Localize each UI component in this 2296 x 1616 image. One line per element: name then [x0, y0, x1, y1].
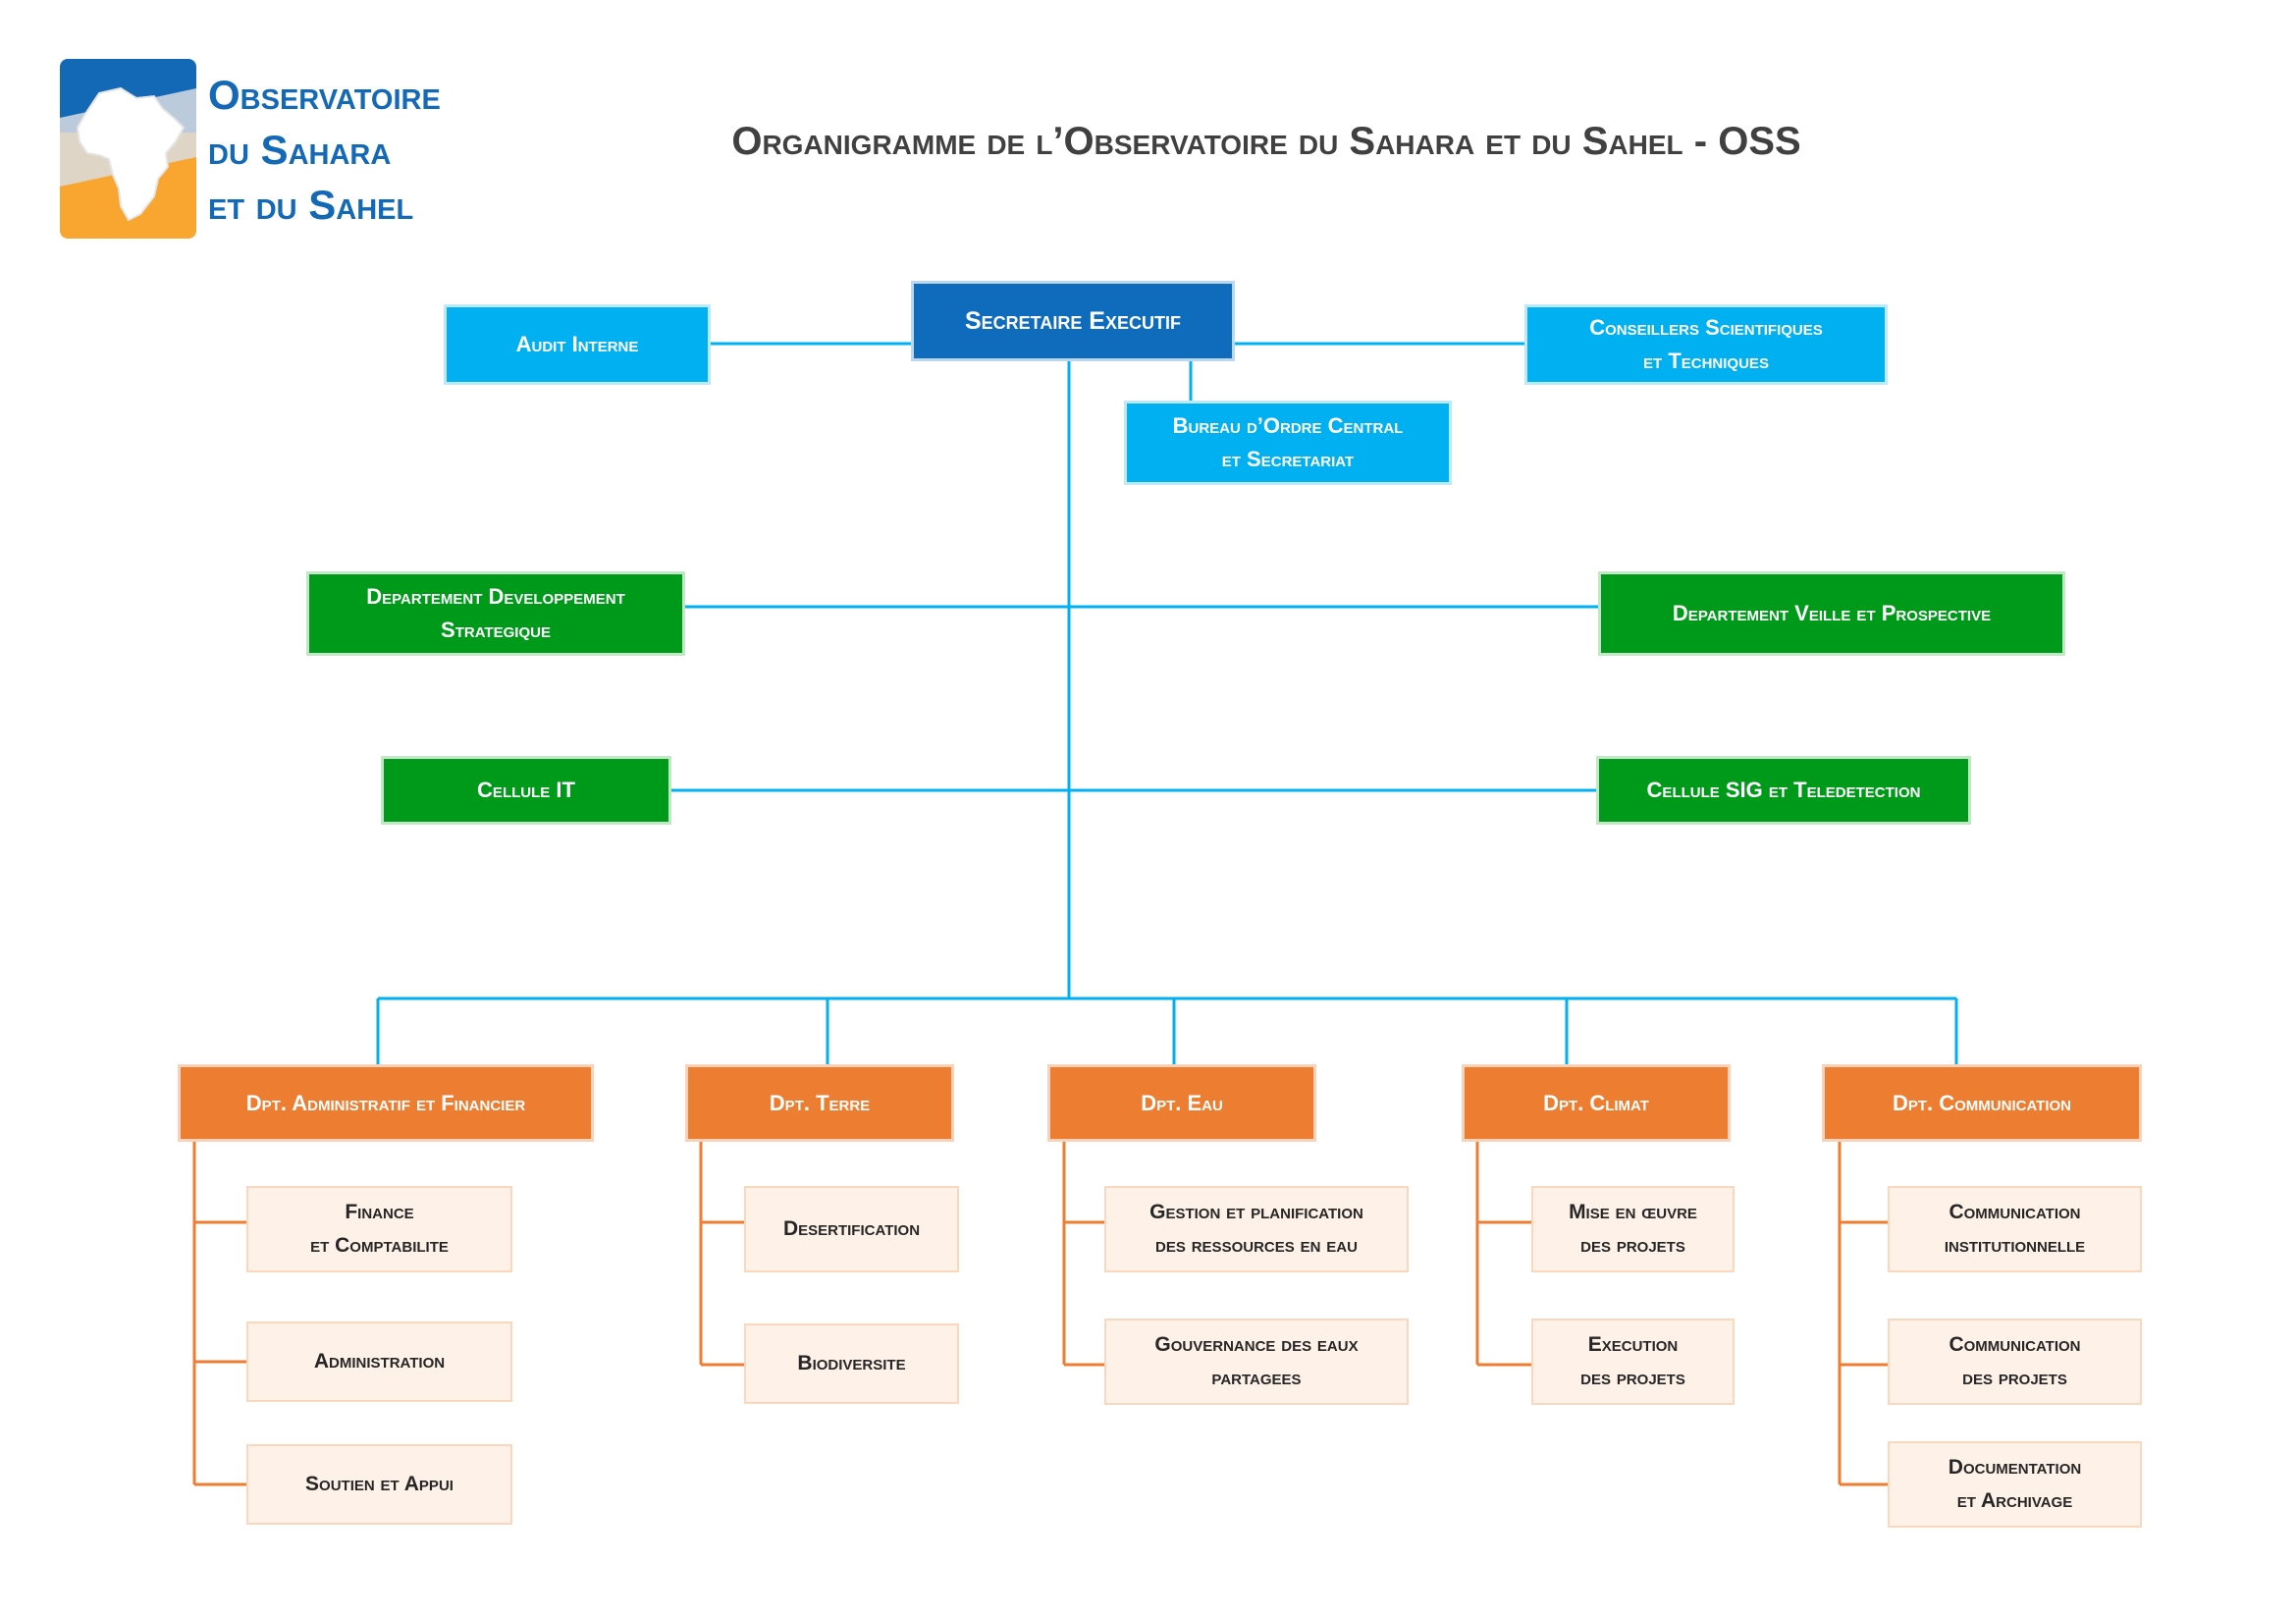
box-cellule-it: Cellule IT [381, 756, 671, 825]
box-bureau-ordre: Bureau d’Ordre Central et Secretariat [1124, 401, 1452, 485]
box-dpt-climat: Dpt. Climat [1462, 1064, 1731, 1142]
box-cellule-sig: Cellule SIG et Teledetection [1596, 756, 1971, 825]
box-dpt-administratif-financier: Dpt. Administratif et Financier [178, 1064, 594, 1142]
box-dept-developpement-strategique: Departement Developpement Strategique [306, 571, 685, 656]
unit-gestion-ressources-eau: Gestion et planification des ressources … [1104, 1186, 1409, 1272]
box-audit-interne: Audit Interne [444, 304, 711, 385]
page-title: Organigramme de l’Observatoire du Sahara… [731, 120, 1801, 163]
africa-map-icon [60, 59, 196, 239]
unit-biodiversite: Biodiversite [744, 1323, 959, 1404]
unit-gouvernance-eaux: Gouvernance des eaux partagees [1104, 1319, 1409, 1405]
logo-text-line2: du Sahara [208, 127, 392, 173]
unit-desertification: Desertification [744, 1186, 959, 1272]
unit-mise-en-oeuvre-projets: Mise en œuvre des projets [1531, 1186, 1735, 1272]
unit-communication-projets: Communication des projets [1888, 1319, 2142, 1405]
unit-documentation-archivage: Documentation et Archivage [1888, 1441, 2142, 1528]
oss-logo-mark [60, 59, 196, 239]
logo-text-line3: et du Sahel [208, 182, 414, 228]
unit-soutien-appui: Soutien et Appui [246, 1444, 512, 1525]
box-dpt-communication: Dpt. Communication [1822, 1064, 2142, 1142]
unit-finance-comptabilite: Finance et Comptabilite [246, 1186, 512, 1272]
box-conseillers: Conseillers Scientifiques et Techniques [1524, 304, 1888, 385]
unit-execution-projets: Execution des projets [1531, 1319, 1735, 1405]
unit-administration: Administration [246, 1321, 512, 1402]
box-dpt-eau: Dpt. Eau [1047, 1064, 1316, 1142]
unit-communication-institutionnelle: Communication institutionnelle [1888, 1186, 2142, 1272]
logo-text-line1: Observatoire [208, 72, 441, 118]
box-dept-veille-prospective: Departement Veille et Prospective [1598, 571, 2065, 656]
box-dpt-terre: Dpt. Terre [685, 1064, 954, 1142]
box-secretaire-executif: Secretaire Executif [911, 281, 1235, 361]
